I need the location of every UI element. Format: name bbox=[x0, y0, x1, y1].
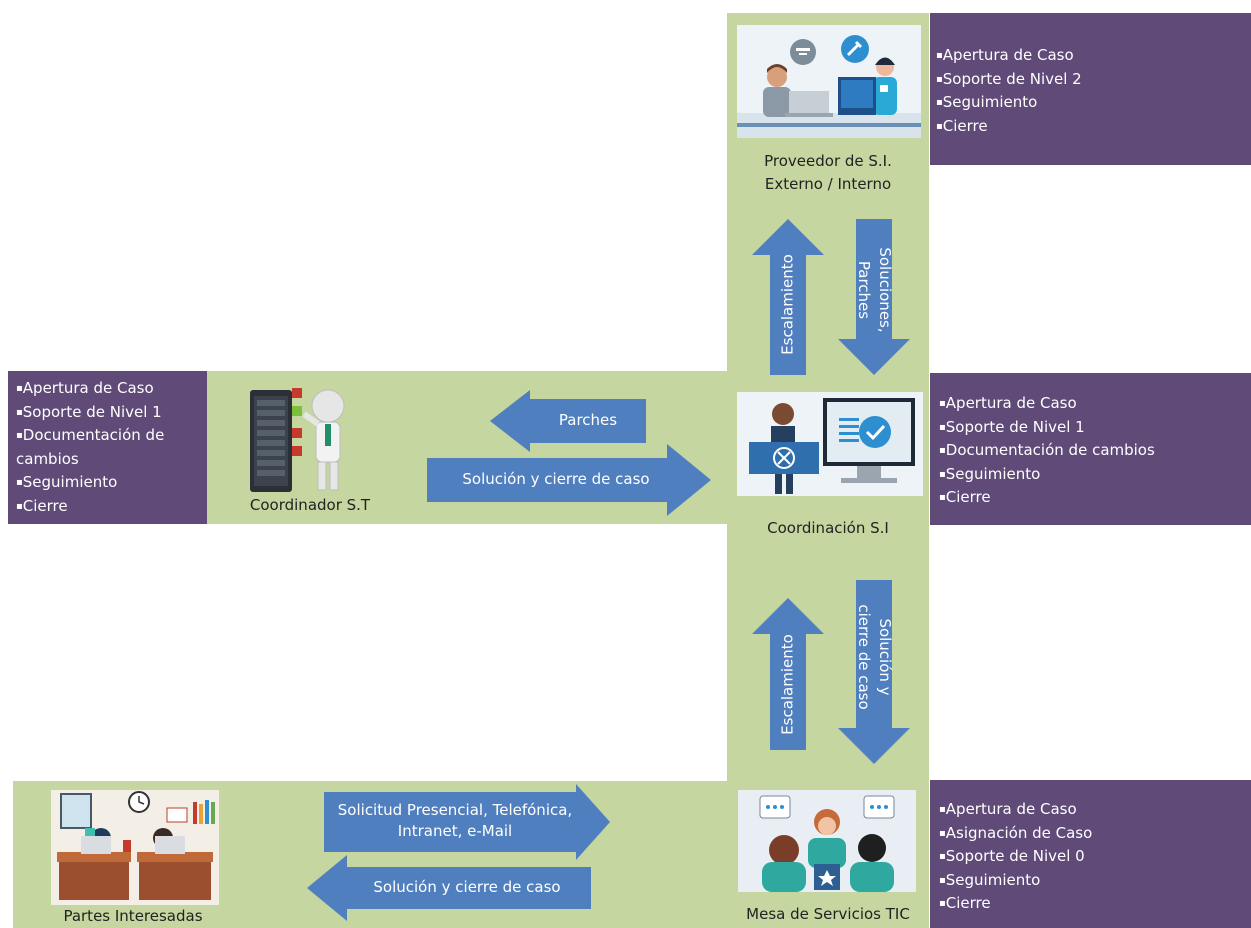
solicitud-right-arrow: Solicitud Presencial, Telefónica, Intran… bbox=[324, 784, 610, 860]
task-item: Apertura de Caso bbox=[939, 392, 1251, 416]
mesa-task-list: Apertura de Caso Asignación de Caso Sopo… bbox=[939, 798, 1251, 916]
solucion-cierre-vert-line2: cierre de caso bbox=[855, 604, 873, 710]
coordinacion-si-tasks-box: Apertura de Caso Soporte de Nivel 1 Docu… bbox=[930, 373, 1251, 525]
proveedor-task-list: Apertura de Caso Soporte de Nivel 2 Segu… bbox=[936, 44, 1251, 138]
task-item: Documentación de cambios bbox=[16, 424, 207, 471]
task-item: Apertura de Caso bbox=[16, 377, 207, 401]
task-item: Cierre bbox=[939, 892, 1251, 916]
soluciones-parches-line2: Parches bbox=[855, 260, 873, 320]
task-item: Cierre bbox=[936, 115, 1251, 139]
soluciones-parches-line1: Soluciones, bbox=[876, 247, 894, 333]
escalamiento-top-text: Escalamiento bbox=[778, 254, 797, 355]
solucion-cierre-left-arrow-bottom: Solución y cierre de caso bbox=[307, 855, 591, 921]
task-item: Apertura de Caso bbox=[936, 44, 1251, 68]
task-item: Seguimiento bbox=[939, 869, 1251, 893]
parches-text: Parches bbox=[558, 411, 618, 429]
task-item: Seguimiento bbox=[936, 91, 1251, 115]
coordinacion-si-task-list: Apertura de Caso Soporte de Nivel 1 Docu… bbox=[939, 392, 1251, 510]
coordinacion-si-illustration bbox=[737, 392, 923, 496]
solucion-cierre-right-arrow-mid: Solución y cierre de caso bbox=[427, 444, 711, 516]
coordinador-st-task-list: Apertura de Caso Soporte de Nivel 1 Docu… bbox=[16, 377, 207, 518]
mesa-label: Mesa de Servicios TIC bbox=[746, 905, 910, 923]
task-item: Soporte de Nivel 2 bbox=[936, 68, 1251, 92]
mesa-illustration bbox=[738, 790, 916, 892]
proveedor-tasks-box: Apertura de Caso Soporte de Nivel 2 Segu… bbox=[930, 13, 1251, 165]
proveedor-label-line2: Externo / Interno bbox=[764, 175, 892, 193]
task-item: Apertura de Caso bbox=[939, 798, 1251, 822]
mesa-tasks-box: Apertura de Caso Asignación de Caso Sopo… bbox=[930, 780, 1251, 928]
solucion-cierre-down-arrow: Solución y cierre de caso bbox=[838, 580, 910, 764]
escalamiento-up-arrow-top: Escalamiento bbox=[752, 219, 824, 375]
solicitud-line2: Intranet, e-Mail bbox=[397, 822, 513, 840]
partes-label: Partes Interesadas bbox=[63, 907, 203, 925]
soluciones-parches-down-arrow: Soluciones, Parches bbox=[838, 219, 910, 375]
task-item: Asignación de Caso bbox=[939, 822, 1251, 846]
task-item: Seguimiento bbox=[16, 471, 207, 495]
coordinador-st-illustration bbox=[248, 384, 358, 494]
proveedor-label: Proveedor de S.I. Externo / Interno bbox=[729, 150, 927, 196]
coordinador-st-tasks-box: Apertura de Caso Soporte de Nivel 1 Docu… bbox=[8, 371, 207, 524]
solucion-cierre-mid-text: Solución y cierre de caso bbox=[462, 470, 650, 488]
task-item: Seguimiento bbox=[939, 463, 1251, 487]
solucion-cierre-vert-line1: Solución y bbox=[876, 618, 894, 696]
coordinador-st-label: Coordinador S.T bbox=[249, 496, 371, 514]
parches-left-arrow: Parches bbox=[490, 390, 646, 452]
solucion-cierre-vert-text: Solución y cierre de caso bbox=[853, 587, 895, 727]
partes-illustration bbox=[51, 790, 219, 905]
soluciones-parches-text: Soluciones, Parches bbox=[853, 230, 895, 350]
proveedor-label-line1: Proveedor de S.I. bbox=[764, 152, 892, 170]
solucion-cierre-bottom-text: Solución y cierre de caso bbox=[373, 878, 561, 896]
coordinacion-si-label: Coordinación S.I bbox=[767, 519, 889, 537]
solicitud-text: Solicitud Presencial, Telefónica, Intran… bbox=[324, 800, 586, 842]
solicitud-line1: Solicitud Presencial, Telefónica, bbox=[337, 801, 573, 819]
task-item: Cierre bbox=[939, 486, 1251, 510]
escalamiento-up-arrow-bottom: Escalamiento bbox=[752, 598, 824, 750]
proveedor-illustration bbox=[737, 25, 921, 138]
task-item: Documentación de cambios bbox=[939, 439, 1251, 463]
task-item: Soporte de Nivel 1 bbox=[939, 416, 1251, 440]
task-item: Soporte de Nivel 1 bbox=[16, 401, 207, 425]
task-item: Soporte de Nivel 0 bbox=[939, 845, 1251, 869]
escalamiento-bottom-text: Escalamiento bbox=[778, 634, 797, 735]
task-item: Cierre bbox=[16, 495, 207, 519]
